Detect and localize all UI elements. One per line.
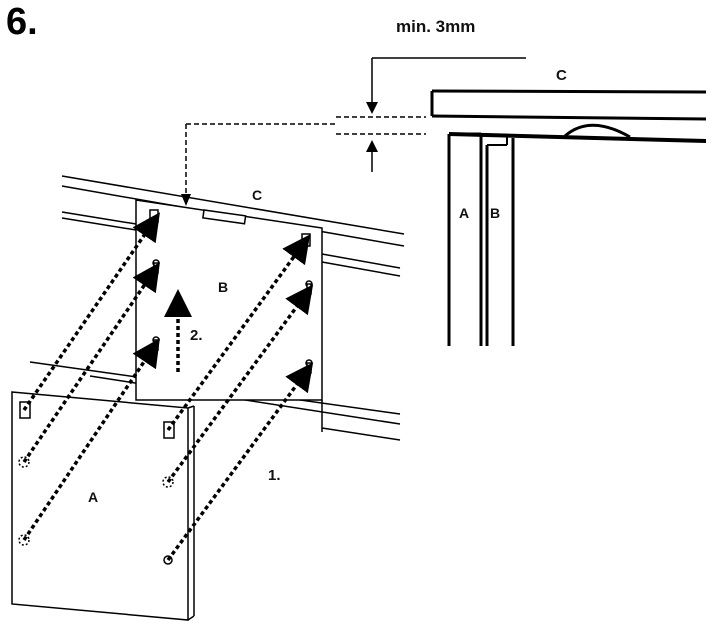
label-panel-front: A	[88, 489, 98, 505]
alignment-arrows	[22, 212, 314, 562]
label-countertop: C	[252, 187, 262, 203]
step-1-label: 1.	[268, 467, 281, 484]
min-gap-label: min. 3mm	[396, 17, 475, 36]
detail-view	[181, 57, 707, 346]
label-panel-back: B	[218, 279, 228, 295]
step-2-label: 2.	[190, 327, 203, 344]
panel-back	[135, 199, 323, 401]
step-number: 6.	[6, 1, 38, 43]
detail-label-panel-front: A	[459, 205, 469, 221]
panel-front	[11, 391, 195, 621]
detail-label-panel-back: B	[490, 205, 500, 221]
detail-label-countertop: C	[556, 67, 567, 84]
